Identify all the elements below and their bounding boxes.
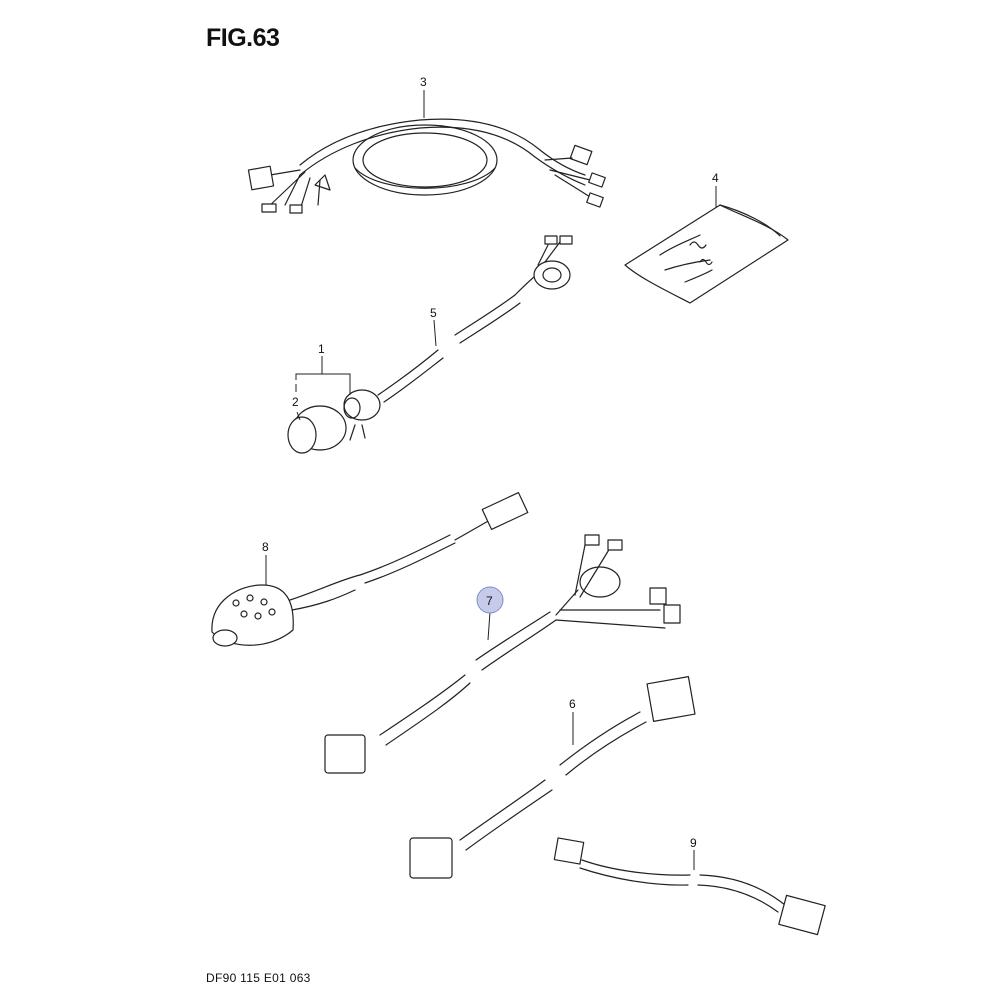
callout-4: 4: [712, 171, 719, 185]
callout-1: 1: [318, 342, 325, 356]
wire-harness-part-3[interactable]: [247, 118, 606, 214]
leader-line-1: [295, 356, 351, 395]
callout-8: 8: [262, 540, 269, 554]
buzzer-part-8[interactable]: [211, 491, 529, 647]
wire-harness-part-6[interactable]: [409, 676, 696, 879]
leader-line-5: [433, 319, 437, 347]
callout-5: 5: [430, 306, 437, 320]
leader-line-7: [487, 611, 491, 641]
callout-9: 9: [690, 836, 697, 850]
switch-harness-part-5[interactable]: [377, 235, 573, 403]
footer-code: DF90 115 E01 063: [206, 971, 311, 985]
switch-part-1[interactable]: [343, 389, 381, 441]
callout-7[interactable]: 7: [486, 594, 493, 608]
callout-6: 6: [569, 697, 576, 711]
callout-2: 2: [292, 395, 299, 409]
parts-bag-part-4[interactable]: [624, 204, 789, 304]
callout-7-highlight[interactable]: [476, 586, 504, 614]
figure-title: FIG.63: [206, 24, 280, 52]
callout-3: 3: [420, 75, 427, 89]
wire-harness-part-9[interactable]: [553, 837, 826, 936]
wire-harness-part-7[interactable]: [324, 534, 681, 774]
leader-line-2: [296, 411, 301, 421]
cap-part-2[interactable]: [287, 405, 347, 454]
